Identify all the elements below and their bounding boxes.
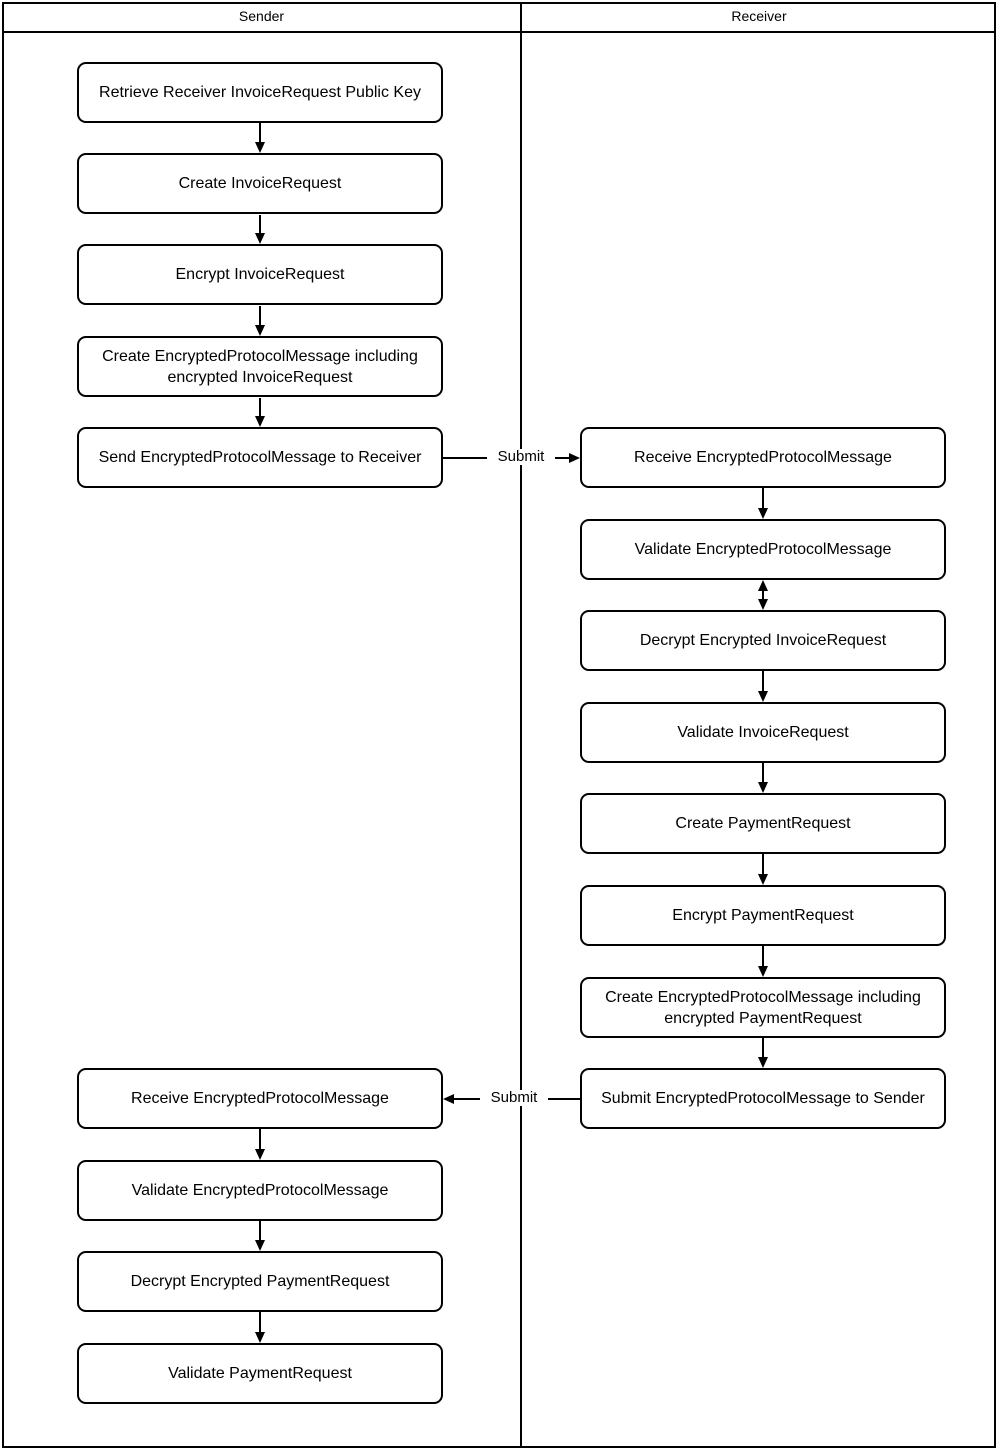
edge-s4-s5 bbox=[252, 398, 268, 427]
node-label: Receive EncryptedProtocolMessage bbox=[131, 1090, 389, 1107]
node-create-paymentrequest[interactable]: Create PaymentRequest bbox=[580, 793, 946, 854]
edge-s3-s4 bbox=[252, 306, 268, 336]
node-encrypt-paymentrequest[interactable]: Encrypt PaymentRequest bbox=[580, 885, 946, 946]
node-create-epm-paymentrequest[interactable]: Create EncryptedProtocolMessage includin… bbox=[580, 977, 946, 1038]
lane-title-sender: Sender bbox=[238, 8, 285, 24]
node-validate-invoicerequest[interactable]: Validate InvoiceRequest bbox=[580, 702, 946, 763]
node-label: Encrypt InvoiceRequest bbox=[175, 266, 345, 283]
lane-title-receiver: Receiver bbox=[731, 8, 787, 24]
edge-r5-r6 bbox=[755, 854, 771, 885]
node-label: Decrypt Encrypted InvoiceRequest bbox=[639, 632, 887, 649]
node-label: Create EncryptedProtocolMessage includin… bbox=[605, 988, 921, 1027]
edge-label-submit-to-receiver: Submit bbox=[487, 449, 555, 465]
edge-r1-r2 bbox=[755, 488, 771, 519]
lane-header-divider bbox=[2, 31, 996, 33]
lane-vertical-divider bbox=[520, 2, 522, 1448]
node-label: Validate InvoiceRequest bbox=[677, 724, 849, 741]
node-retrieve-receiver-public-key[interactable]: Retrieve Receiver InvoiceRequest Public … bbox=[77, 62, 443, 123]
edge-s6-s7 bbox=[252, 1129, 268, 1160]
node-receive-epm-receiver[interactable]: Receive EncryptedProtocolMessage bbox=[580, 427, 946, 488]
edge-r2-r3-bidirectional bbox=[755, 580, 771, 610]
node-validate-epm-receiver[interactable]: Validate EncryptedProtocolMessage bbox=[580, 519, 946, 580]
node-label: Receive EncryptedProtocolMessage bbox=[634, 449, 892, 466]
node-create-invoicerequest[interactable]: Create InvoiceRequest bbox=[77, 153, 443, 214]
node-label: Create InvoiceRequest bbox=[178, 175, 342, 192]
node-label: Submit EncryptedProtocolMessage to Sende… bbox=[601, 1090, 925, 1107]
node-label: Retrieve Receiver InvoiceRequest Public … bbox=[99, 84, 421, 101]
edge-s8-s9 bbox=[252, 1312, 268, 1343]
node-decrypt-encrypted-paymentrequest[interactable]: Decrypt Encrypted PaymentRequest bbox=[77, 1251, 443, 1312]
node-label: Validate EncryptedProtocolMessage bbox=[634, 541, 892, 558]
node-validate-epm-sender[interactable]: Validate EncryptedProtocolMessage bbox=[77, 1160, 443, 1221]
node-receive-epm-sender[interactable]: Receive EncryptedProtocolMessage bbox=[77, 1068, 443, 1129]
node-create-epm-invoicerequest[interactable]: Create EncryptedProtocolMessage includin… bbox=[77, 336, 443, 397]
node-label: Create PaymentRequest bbox=[675, 815, 851, 832]
node-label: Send EncryptedProtocolMessage to Receive… bbox=[98, 449, 422, 466]
node-decrypt-encrypted-invoicerequest[interactable]: Decrypt Encrypted InvoiceRequest bbox=[580, 610, 946, 671]
node-validate-paymentrequest[interactable]: Validate PaymentRequest bbox=[77, 1343, 443, 1404]
edge-r3-r4 bbox=[755, 671, 771, 702]
node-label: Create EncryptedProtocolMessage includin… bbox=[102, 347, 418, 386]
node-label: Encrypt PaymentRequest bbox=[672, 907, 854, 924]
node-send-epm-to-receiver[interactable]: Send EncryptedProtocolMessage to Receive… bbox=[77, 427, 443, 488]
edge-r6-r7 bbox=[755, 946, 771, 977]
node-label: Decrypt Encrypted PaymentRequest bbox=[130, 1273, 390, 1290]
edge-s1-s2 bbox=[252, 123, 268, 153]
edge-label-submit-to-sender: Submit bbox=[480, 1090, 548, 1106]
edge-r4-r5 bbox=[755, 763, 771, 793]
node-encrypt-invoicerequest[interactable]: Encrypt InvoiceRequest bbox=[77, 244, 443, 305]
node-label: Validate EncryptedProtocolMessage bbox=[131, 1182, 389, 1199]
edge-r7-r8 bbox=[755, 1038, 771, 1068]
node-label: Validate PaymentRequest bbox=[168, 1365, 352, 1382]
edge-s7-s8 bbox=[252, 1221, 268, 1251]
edge-s2-s3 bbox=[252, 215, 268, 244]
node-submit-epm-to-sender[interactable]: Submit EncryptedProtocolMessage to Sende… bbox=[580, 1068, 946, 1129]
